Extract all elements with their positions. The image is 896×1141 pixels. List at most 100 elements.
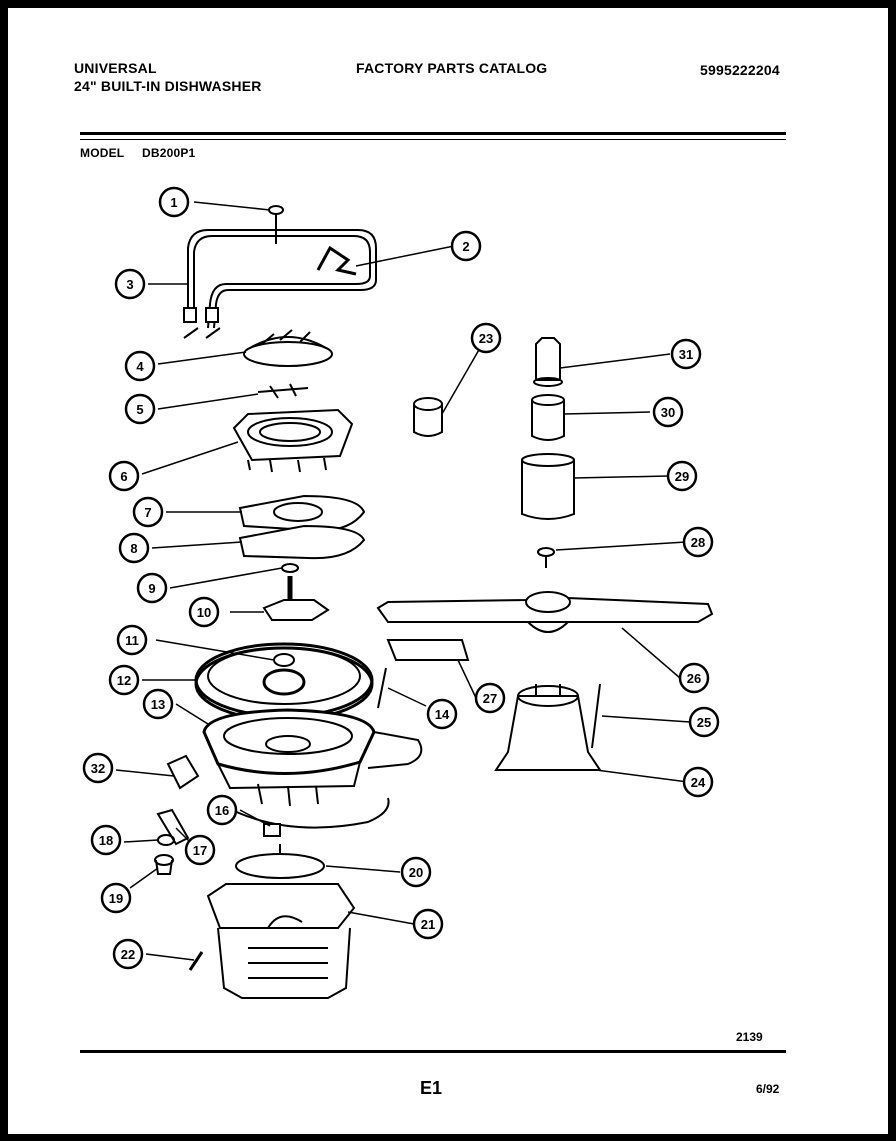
part-27-deflector (386, 639, 470, 661)
part-31-tower-top (533, 337, 563, 387)
part-28-screw (537, 547, 555, 568)
callout-13: 13 (142, 688, 174, 720)
callout-7: 7 (132, 496, 164, 528)
callout-4: 4 (124, 350, 156, 382)
part-21-motor (206, 883, 356, 999)
model-label: MODEL (80, 146, 125, 160)
callout-label: 2 (462, 239, 469, 254)
part-10-impeller (262, 576, 330, 621)
revision-date: 6/92 (756, 1082, 780, 1096)
callout-label: 8 (130, 541, 137, 556)
callout-12: 12 (108, 664, 140, 696)
catalog-number: 5995222204 (700, 62, 780, 78)
part-17-bracket (156, 808, 190, 846)
callout-label: 25 (697, 715, 711, 730)
callout-label: 23 (479, 331, 493, 346)
part-2-clip (316, 245, 357, 276)
callout-label: 17 (193, 843, 207, 858)
callout-16: 16 (206, 794, 238, 826)
callout-label: 28 (691, 535, 705, 550)
part-3-upper-tube (183, 229, 377, 339)
part-6-housing (232, 408, 354, 473)
callout-27: 27 (474, 682, 506, 714)
callout-label: 18 (99, 833, 113, 848)
callout-28: 28 (682, 526, 714, 558)
part-24-sump-housing (494, 684, 602, 771)
part-26-spray-arm (376, 591, 714, 633)
header-rule-thin (80, 139, 786, 140)
part-25-screw (591, 683, 601, 749)
callout-19: 19 (100, 882, 132, 914)
callout-label: 5 (136, 402, 143, 417)
part-7-gasket (238, 494, 366, 532)
part-29-tower-base (521, 453, 575, 520)
callout-24: 24 (682, 766, 714, 798)
callout-1: 1 (158, 186, 190, 218)
callout-32: 32 (82, 752, 114, 784)
callout-label: 4 (136, 359, 144, 374)
part-9-washer (281, 563, 299, 573)
part-4-impeller (243, 329, 333, 367)
callout-label: 7 (144, 505, 151, 520)
part-18-washer (157, 834, 175, 846)
callout-21: 21 (412, 908, 444, 940)
callout-group: 1234567891011121314161718192021222324252… (82, 186, 720, 970)
callout-label: 13 (151, 697, 165, 712)
part-30-tower-mid (531, 394, 565, 441)
callout-label: 29 (675, 469, 689, 484)
callout-label: 30 (661, 405, 675, 420)
callout-20: 20 (400, 856, 432, 888)
callout-label: 6 (120, 469, 127, 484)
callout-10: 10 (188, 596, 220, 628)
model-number: DB200P1 (142, 146, 196, 160)
part-19-nut (154, 854, 174, 875)
catalog-title: FACTORY PARTS CATALOG (356, 60, 548, 76)
part-22-screw (188, 951, 204, 971)
page-code: E1 (420, 1078, 443, 1098)
callout-label: 10 (197, 605, 211, 620)
catalog-sheet: UNIVERSAL 24" BUILT-IN DISHWASHER FACTOR… (8, 8, 888, 1134)
part-20-slinger (235, 844, 325, 879)
callout-label: 20 (409, 865, 423, 880)
brand-label: UNIVERSAL (74, 60, 157, 76)
exploded-parts-diagram: 1234567891011121314161718192021222324252… (82, 186, 720, 999)
callout-9: 9 (136, 572, 168, 604)
callout-label: 24 (691, 775, 706, 790)
part-14-screw (377, 667, 387, 709)
part-13-sump (202, 708, 423, 807)
callout-29: 29 (666, 460, 698, 492)
part-1-screw (268, 205, 284, 244)
callout-23: 23 (470, 322, 502, 354)
product-label: 24" BUILT-IN DISHWASHER (74, 78, 262, 94)
callout-label: 27 (483, 691, 497, 706)
callout-18: 18 (90, 824, 122, 856)
callout-26: 26 (678, 662, 710, 694)
part-8-gasket (238, 524, 366, 560)
callout-label: 11 (125, 633, 139, 648)
callout-label: 31 (679, 347, 693, 362)
callout-8: 8 (118, 532, 150, 564)
callout-2: 2 (450, 230, 482, 262)
callout-label: 32 (91, 761, 105, 776)
callout-11: 11 (116, 624, 148, 656)
callout-25: 25 (688, 706, 720, 738)
callout-label: 16 (215, 803, 229, 818)
callout-30: 30 (652, 396, 684, 428)
callout-14: 14 (426, 698, 458, 730)
part-23-cup (413, 397, 443, 437)
callout-17: 17 (184, 834, 216, 866)
part-32-valve (166, 754, 200, 790)
callout-label: 1 (170, 195, 177, 210)
footer-rule (80, 1050, 786, 1053)
callout-label: 21 (421, 917, 435, 932)
callout-31: 31 (670, 338, 702, 370)
callout-label: 3 (126, 277, 133, 292)
callout-label: 22 (121, 947, 135, 962)
header-rule-top (80, 132, 786, 135)
drawing-number: 2139 (736, 1030, 763, 1044)
callout-label: 19 (109, 891, 123, 906)
callout-6: 6 (108, 460, 140, 492)
callout-label: 26 (687, 671, 701, 686)
callout-label: 14 (435, 707, 450, 722)
part-5-retainer (257, 383, 309, 399)
